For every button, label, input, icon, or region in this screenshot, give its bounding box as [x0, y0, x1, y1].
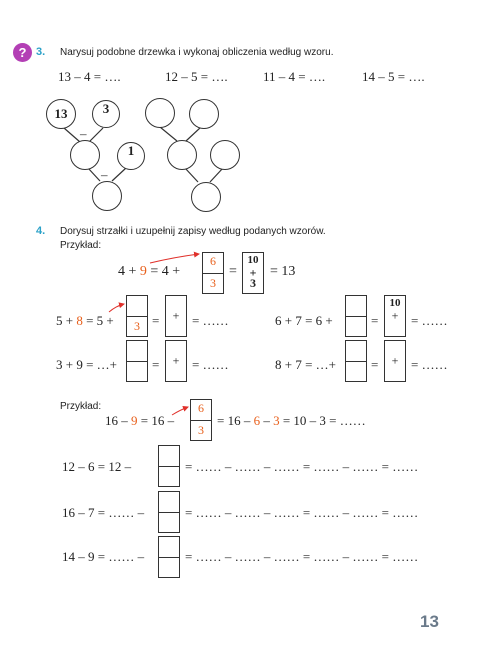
- row-3-expression: 12 – 6 = 12 –: [62, 459, 132, 474]
- example-2-decomposition-box: 6 3: [190, 399, 212, 441]
- row-4-expression: 16 – 7 = …… –: [62, 505, 145, 520]
- empty-tree-node: [189, 99, 219, 129]
- example-2-label: Przykład:: [60, 401, 102, 412]
- row-1a-expression: 5 + 8 = 5 +: [56, 313, 114, 328]
- ex3-equation-2: 12 – 5 = ….: [165, 69, 228, 84]
- example-2-solution: = 16 – 6 – 3 = 10 – 3 = ……: [217, 413, 366, 428]
- tree-node-bottom: [92, 181, 122, 211]
- empty-tree-node: [210, 140, 240, 170]
- tree-node-mid: [70, 140, 100, 170]
- row-1b-sum-box[interactable]: 10 +: [384, 295, 406, 337]
- example-1-label: Przykład:: [60, 240, 102, 251]
- row-5-answer-chain: = …… – …… – …… = …… – …… = ……: [185, 549, 419, 564]
- row-2b-expression: 8 + 7 = …+: [275, 357, 336, 372]
- equals-sign: =: [152, 313, 160, 328]
- tree-node-1: 1: [117, 142, 145, 170]
- example-1-expression: 4 + 9 = 4 +: [118, 264, 181, 279]
- row-1b-decomposition-box[interactable]: [345, 295, 367, 337]
- row-2a-expression: 3 + 9 = …+: [56, 357, 117, 372]
- row-1a-decomposition-box[interactable]: 3: [126, 295, 148, 337]
- row-1a-sum-box[interactable]: +: [165, 295, 187, 337]
- empty-tree-node: [145, 98, 175, 128]
- row-2b-decomposition-box[interactable]: [345, 340, 367, 382]
- row-3-answer-chain: = …… – …… – …… = …… – …… = ……: [185, 459, 419, 474]
- page-number: 13: [420, 612, 439, 631]
- ex3-equation-4: 14 – 5 = ….: [362, 69, 425, 84]
- exercise-3-instruction: Narysuj podobne drzewka i wykonaj oblicz…: [60, 47, 334, 58]
- exercise-4-number: 4.: [36, 225, 46, 237]
- exercise-4-instruction: Dorysuj strzałki i uzupełnij zapisy wedł…: [60, 226, 326, 237]
- row-5-decomposition-box[interactable]: [158, 536, 180, 578]
- row-4-answer-chain: = …… – …… – …… = …… – …… = ……: [185, 505, 419, 520]
- ex3-equation-1: 13 – 4 = ….: [58, 69, 121, 84]
- equals-sign: =: [152, 357, 160, 372]
- example-1-sum-box: 10 + 3: [242, 252, 264, 294]
- tree-node-13: 13: [46, 99, 76, 129]
- example-2-expression: 16 – 9 = 16 –: [105, 413, 175, 428]
- tree-node-3: 3: [92, 100, 120, 128]
- example-1-decomposition-box: 6 3: [202, 252, 224, 294]
- tree-minus-2: –: [101, 167, 108, 182]
- example-1-result: = 13: [270, 264, 296, 279]
- equals-sign: =: [371, 357, 379, 372]
- row-2b-answer: = ……: [411, 357, 448, 372]
- row-2a-sum-box[interactable]: +: [165, 340, 187, 382]
- equals-sign: =: [371, 313, 379, 328]
- row-2a-answer: = ……: [192, 357, 229, 372]
- row-1b-answer: = ……: [411, 313, 448, 328]
- row-1a-answer: = ……: [192, 313, 229, 328]
- row-2a-decomposition-box[interactable]: [126, 340, 148, 382]
- empty-tree-node: [167, 140, 197, 170]
- row-2b-sum-box[interactable]: +: [384, 340, 406, 382]
- equals-sign: =: [229, 264, 237, 279]
- row-5-expression: 14 – 9 = …… –: [62, 549, 145, 564]
- row-4-decomposition-box[interactable]: [158, 491, 180, 533]
- tree-minus-1: –: [80, 126, 87, 141]
- help-badge-icon: ?: [13, 43, 32, 62]
- ex3-equation-3: 11 – 4 = ….: [263, 69, 326, 84]
- row-3-decomposition-box[interactable]: [158, 445, 180, 487]
- empty-tree-node: [191, 182, 221, 212]
- row-1b-expression: 6 + 7 = 6 +: [275, 313, 333, 328]
- exercise-3-number: 3.: [36, 46, 46, 58]
